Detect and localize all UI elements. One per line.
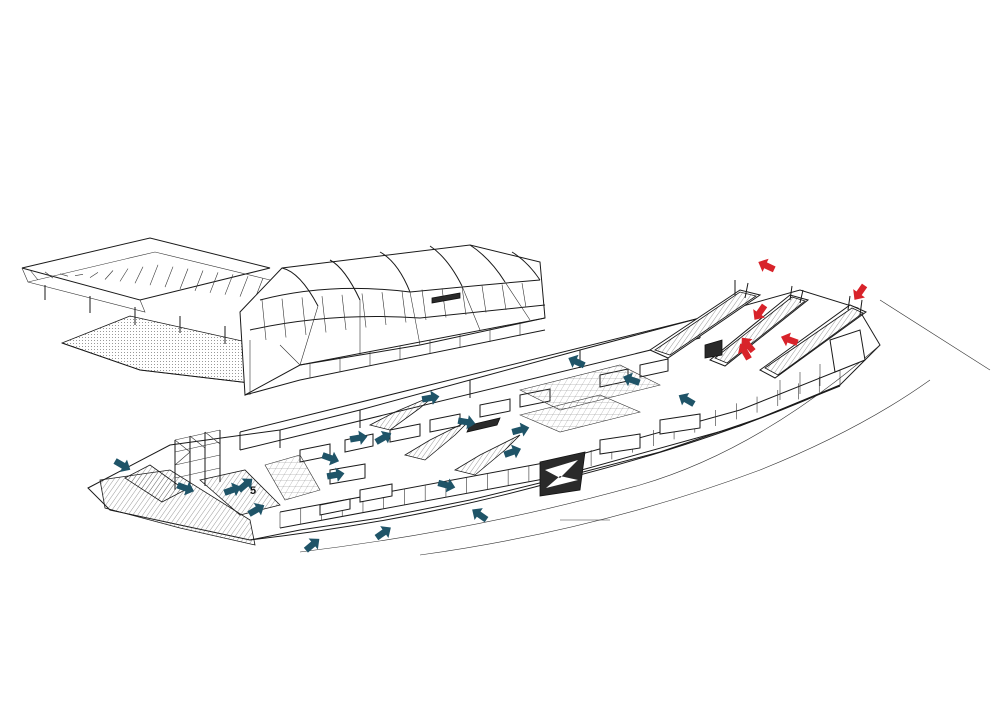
entry-arrow (678, 392, 696, 407)
exit-arrow (753, 303, 768, 320)
entry-arrow (176, 481, 195, 496)
exit-arrow (780, 332, 799, 347)
concourse-level: 5 (87, 280, 991, 556)
entry-arrow (223, 482, 242, 497)
entry-arrow (349, 430, 368, 445)
exit-arrow (853, 283, 868, 300)
entry-arrow (511, 422, 530, 437)
entry-arrow (303, 538, 320, 553)
entry-arrow (472, 508, 489, 523)
train-shed-roof (21, 237, 546, 396)
exit-arrow (758, 258, 776, 273)
entry-arrow (374, 526, 391, 541)
entry-arrow (113, 458, 131, 473)
entry-arrow (568, 354, 586, 369)
entry-arrow (503, 444, 522, 459)
area-number-label: 5 (250, 485, 256, 497)
entry-arrow (421, 390, 440, 405)
entry-arrow (326, 467, 345, 482)
exit-arrow (737, 343, 752, 361)
exit-arrow (741, 337, 756, 354)
entry-arrow (622, 372, 641, 387)
entry-arrow (236, 478, 253, 493)
exit-arrows (737, 258, 868, 361)
entry-arrow (321, 451, 340, 466)
entry-arrow (374, 430, 392, 445)
entry-arrow (437, 478, 456, 493)
entry-arrow (247, 502, 265, 517)
entry-arrows (113, 354, 696, 553)
entry-arrow (457, 415, 476, 430)
